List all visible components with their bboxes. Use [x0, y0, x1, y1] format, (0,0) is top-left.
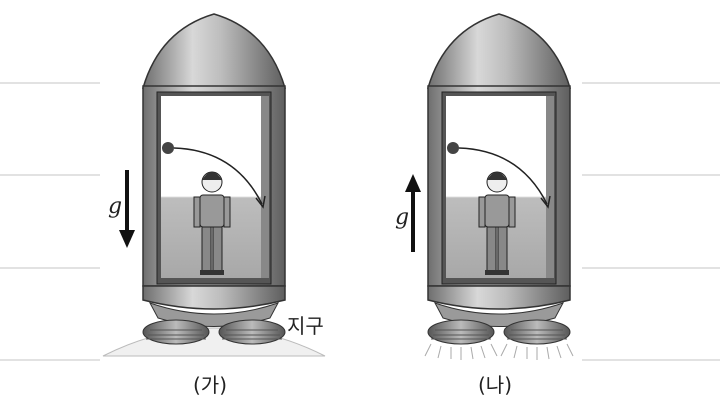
caption-na: (나): [478, 373, 512, 397]
caption-ga: (가): [193, 373, 227, 397]
panel-na: g (나): [395, 13, 574, 397]
earth-label: 지구: [287, 314, 324, 338]
panel-ga: 지구 g (가): [102, 13, 326, 397]
gravity-label: g: [108, 194, 122, 219]
rocket-on-earth: [142, 13, 286, 345]
exhaust-icon: [424, 343, 574, 360]
gravity-label: g: [395, 205, 409, 230]
rocket-in-space: [427, 13, 571, 345]
ruled-lines: [0, 82, 720, 361]
